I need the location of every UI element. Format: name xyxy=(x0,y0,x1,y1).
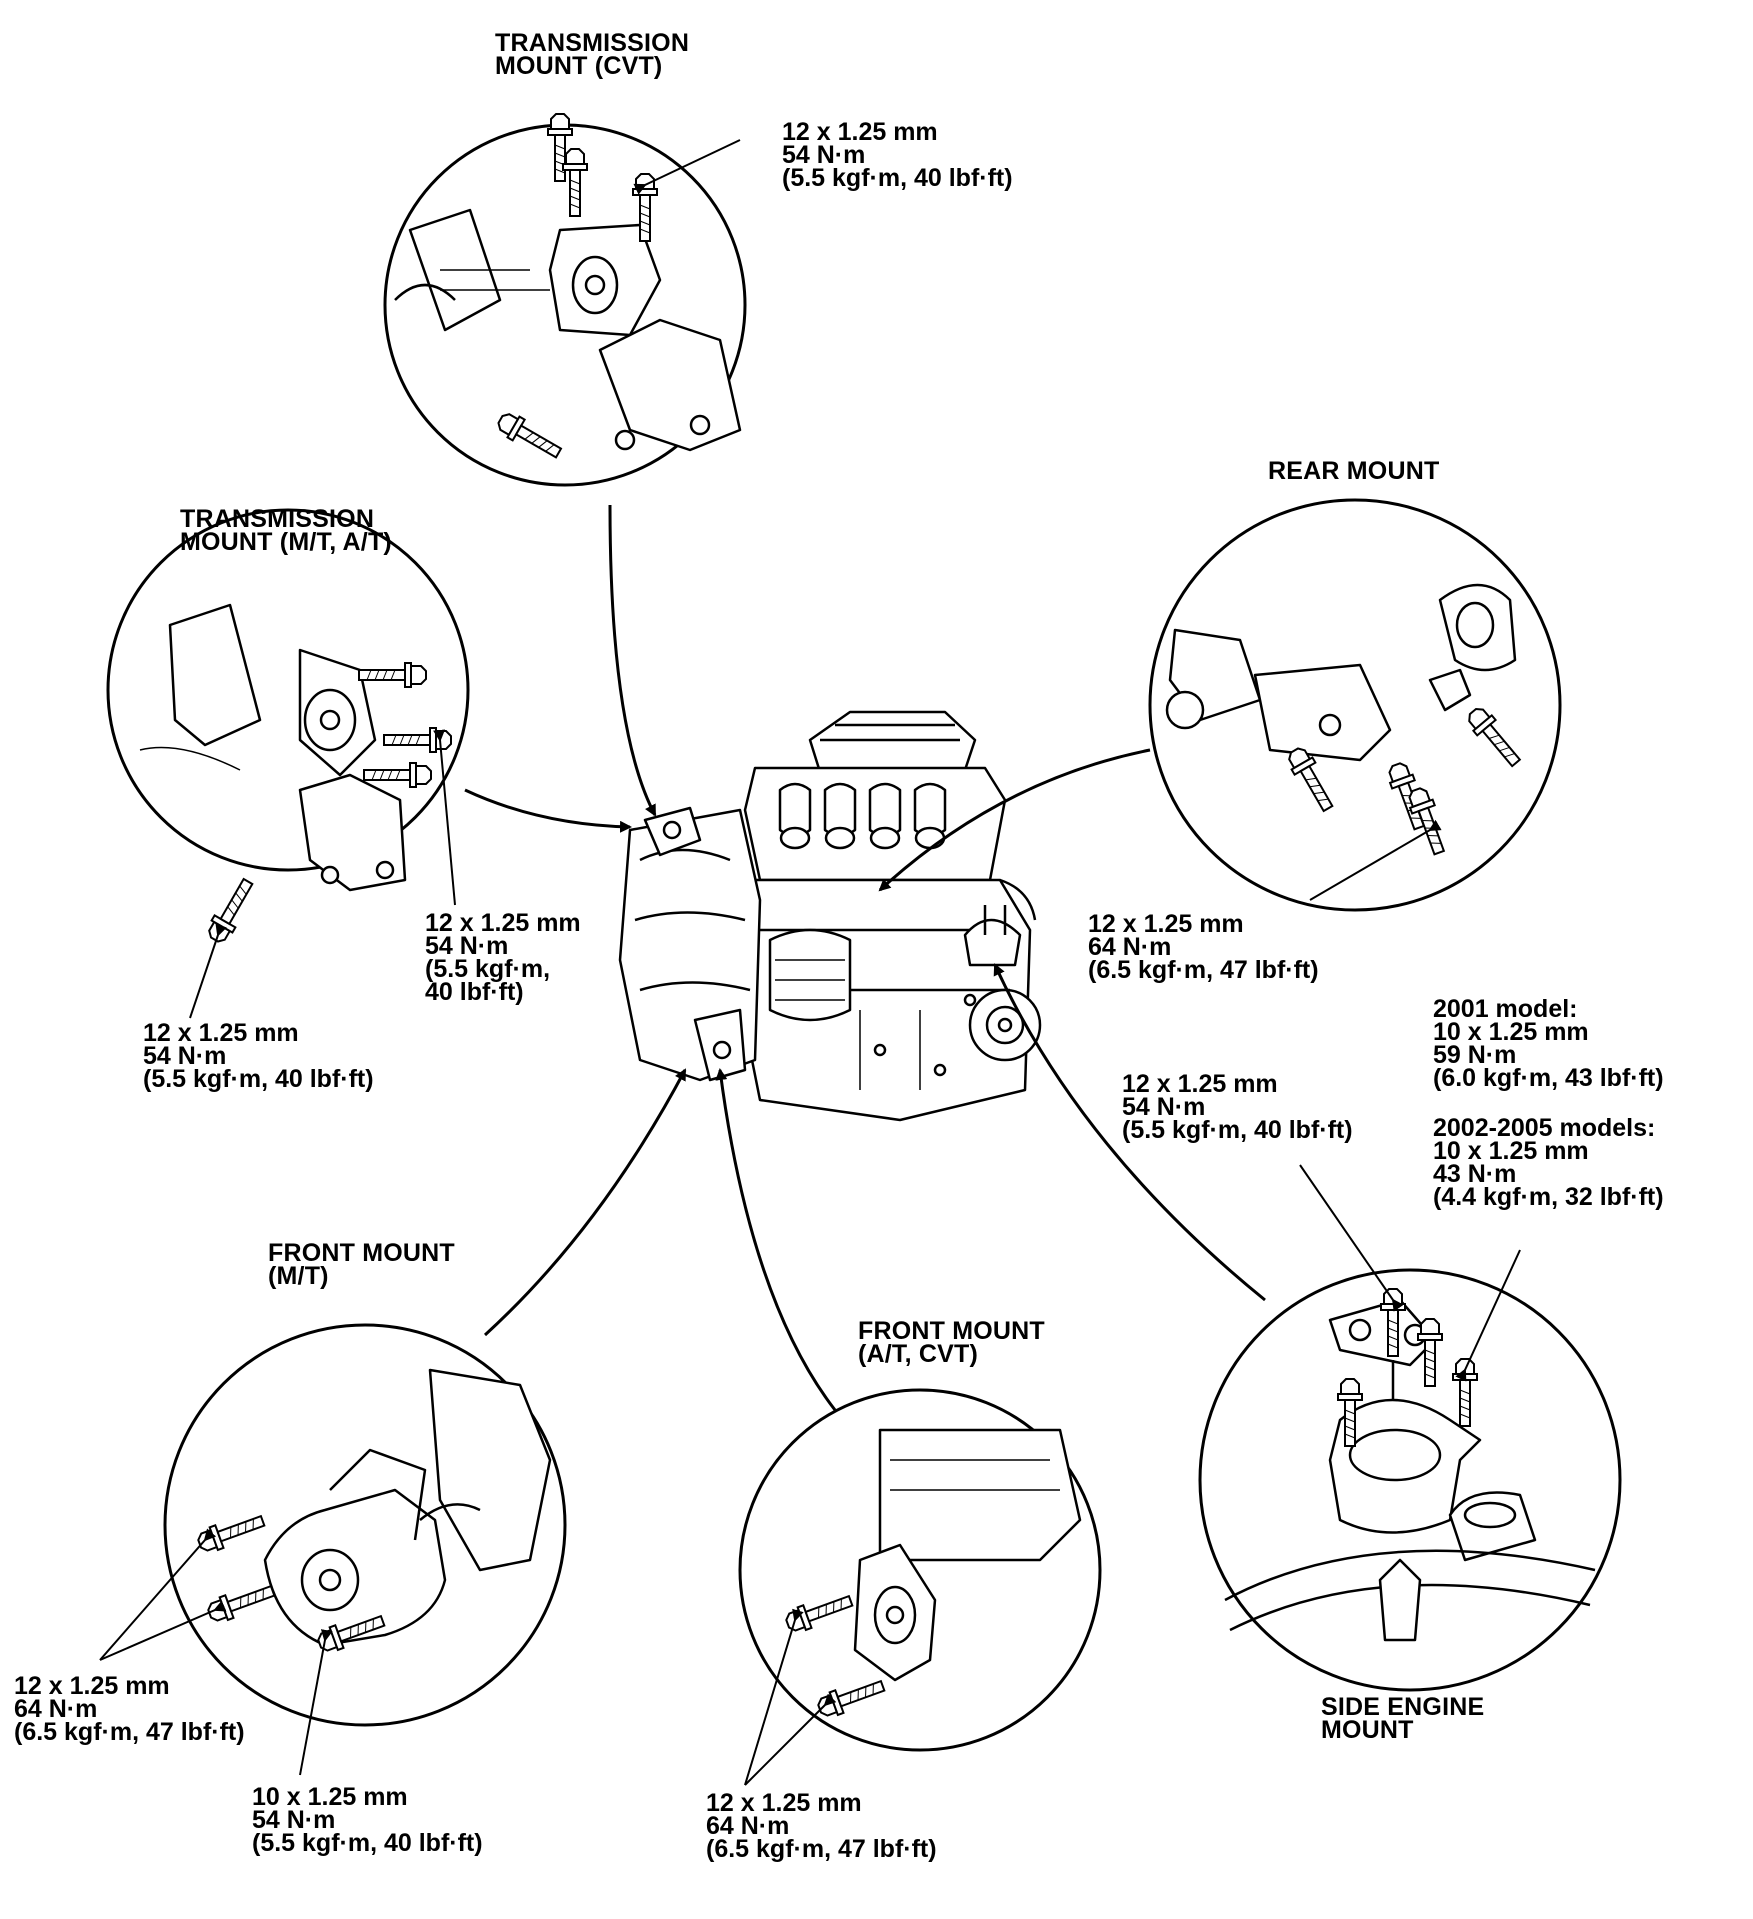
arrow-front-mt xyxy=(483,1068,687,1337)
spec-line: 64 N·m xyxy=(14,1695,98,1723)
title-line: MOUNT (CVT) xyxy=(495,52,663,80)
spec-line: 43 N·m xyxy=(1433,1160,1517,1188)
spec-line: 12 x 1.25 mm xyxy=(1122,1070,1278,1098)
spec-side-engine-2001: 2001 model: 10 x 1.25 mm 59 N·m (6.0 kgf… xyxy=(1433,995,1664,1092)
engine-assembly-illustration xyxy=(618,710,1042,1122)
spec-transmission-mt-at-a: 12 x 1.25 mm 54 N·m (5.5 kgf·m, 40 lbf·f… xyxy=(425,909,581,1006)
title-line: REAR MOUNT xyxy=(1268,457,1440,485)
title-line: (A/T, CVT) xyxy=(858,1340,979,1368)
spec-transmission-cvt: 12 x 1.25 mm 54 N·m (5.5 kgf·m, 40 lbf·f… xyxy=(782,118,1013,192)
mount-bracket-illustration xyxy=(139,603,407,892)
title-transmission-mt-at: TRANSMISSION MOUNT (M/T, A/T) xyxy=(180,505,392,556)
spec-line: (5.5 kgf·m, 40 lbf·ft) xyxy=(252,1829,483,1857)
spec-line: (5.5 kgf·m, 40 lbf·ft) xyxy=(1122,1116,1353,1144)
spec-line: 54 N·m xyxy=(425,932,509,960)
title-line: SIDE ENGINE xyxy=(1321,1693,1485,1721)
spec-line: 12 x 1.25 mm xyxy=(1088,910,1244,938)
title-transmission-cvt: TRANSMISSION MOUNT (CVT) xyxy=(495,29,690,80)
spec-line: 10 x 1.25 mm xyxy=(1433,1137,1589,1165)
arrow-rear xyxy=(878,748,1151,892)
spec-line: (4.4 kgf·m, 32 lbf·ft) xyxy=(1433,1183,1664,1211)
title-line: TRANSMISSION xyxy=(495,29,690,57)
spec-line: 10 x 1.25 mm xyxy=(1433,1018,1589,1046)
spec-line: 12 x 1.25 mm xyxy=(706,1789,862,1817)
spec-line: 59 N·m xyxy=(1433,1041,1517,1069)
callout-circle-transmission-cvt xyxy=(383,113,747,487)
spec-front-at-cvt: 12 x 1.25 mm 64 N·m (6.5 kgf·m, 47 lbf·f… xyxy=(706,1789,937,1863)
spec-transmission-mt-at-b: 12 x 1.25 mm 54 N·m (5.5 kgf·m, 40 lbf·f… xyxy=(143,1019,374,1093)
title-front-at-cvt: FRONT MOUNT (A/T, CVT) xyxy=(858,1317,1045,1368)
arrow-transmission-cvt xyxy=(608,504,657,817)
arrow-front-at-cvt xyxy=(715,1068,837,1411)
spec-line: 2001 model: xyxy=(1433,995,1578,1023)
connector-arrows xyxy=(464,504,1266,1411)
title-line: FRONT MOUNT xyxy=(268,1239,455,1267)
spec-line: (5.5 kgf·m, xyxy=(425,955,551,983)
mount-bracket-illustration xyxy=(1224,1298,1596,1642)
arrow-transmission-mt-at xyxy=(464,788,632,833)
spec-line: 54 N·m xyxy=(143,1042,227,1070)
mount-bracket-illustration xyxy=(1165,583,1517,762)
callout-circle-side-engine xyxy=(1198,1164,1622,1692)
spec-line: 12 x 1.25 mm xyxy=(143,1019,299,1047)
spec-side-engine-nut: 12 x 1.25 mm 54 N·m (5.5 kgf·m, 40 lbf·f… xyxy=(1122,1070,1353,1144)
spec-line: 10 x 1.25 mm xyxy=(252,1783,408,1811)
spec-line: (5.5 kgf·m, 40 lbf·ft) xyxy=(143,1065,374,1093)
spec-line: 64 N·m xyxy=(1088,933,1172,961)
spec-line: 12 x 1.25 mm xyxy=(14,1672,170,1700)
spec-line: 12 x 1.25 mm xyxy=(782,118,938,146)
callout-circle-transmission-mt-at xyxy=(106,508,470,1019)
title-rear: REAR MOUNT xyxy=(1268,457,1440,485)
title-line: MOUNT (M/T, A/T) xyxy=(180,528,392,556)
spec-line: (6.5 kgf·m, 47 lbf·ft) xyxy=(1088,956,1319,984)
title-side-engine: SIDE ENGINE MOUNT xyxy=(1321,1693,1485,1744)
title-line: (M/T) xyxy=(268,1262,329,1290)
bolt-icon xyxy=(203,874,260,947)
spec-line: 54 N·m xyxy=(252,1806,336,1834)
spec-line: (6.5 kgf·m, 47 lbf·ft) xyxy=(706,1835,937,1863)
spec-line: 2002-2005 models: xyxy=(1433,1114,1656,1142)
callout-circle-rear xyxy=(1148,498,1562,912)
spec-line: (5.5 kgf·m, 40 lbf·ft) xyxy=(782,164,1013,192)
arrow-side-engine xyxy=(993,963,1266,1302)
spec-front-mt-a: 12 x 1.25 mm 64 N·m (6.5 kgf·m, 47 lbf·f… xyxy=(14,1672,245,1746)
title-front-mt: FRONT MOUNT (M/T) xyxy=(268,1239,455,1290)
spec-line: 54 N·m xyxy=(782,141,866,169)
spec-side-engine-2002: 2002-2005 models: 10 x 1.25 mm 43 N·m (4… xyxy=(1433,1114,1664,1211)
spec-line: 64 N·m xyxy=(706,1812,790,1840)
title-line: MOUNT xyxy=(1321,1716,1414,1744)
title-line: TRANSMISSION xyxy=(180,505,375,533)
spec-line: (6.0 kgf·m, 43 lbf·ft) xyxy=(1433,1064,1664,1092)
spec-line: 54 N·m xyxy=(1122,1093,1206,1121)
callout-circle-front-at-cvt xyxy=(738,1388,1102,1786)
title-line: FRONT MOUNT xyxy=(858,1317,1045,1345)
mount-bracket-illustration xyxy=(853,1428,1082,1682)
spec-line: (6.5 kgf·m, 47 lbf·ft) xyxy=(14,1718,245,1746)
mount-bracket-illustration xyxy=(263,1368,552,1647)
spec-line: 12 x 1.25 mm xyxy=(425,909,581,937)
spec-line: 40 lbf·ft) xyxy=(425,978,524,1006)
spec-front-mt-b: 10 x 1.25 mm 54 N·m (5.5 kgf·m, 40 lbf·f… xyxy=(252,1783,483,1857)
callout-circle-front-mt xyxy=(99,1323,567,1776)
mount-bracket-illustration xyxy=(394,208,742,452)
spec-rear: 12 x 1.25 mm 64 N·m (6.5 kgf·m, 47 lbf·f… xyxy=(1088,910,1319,984)
